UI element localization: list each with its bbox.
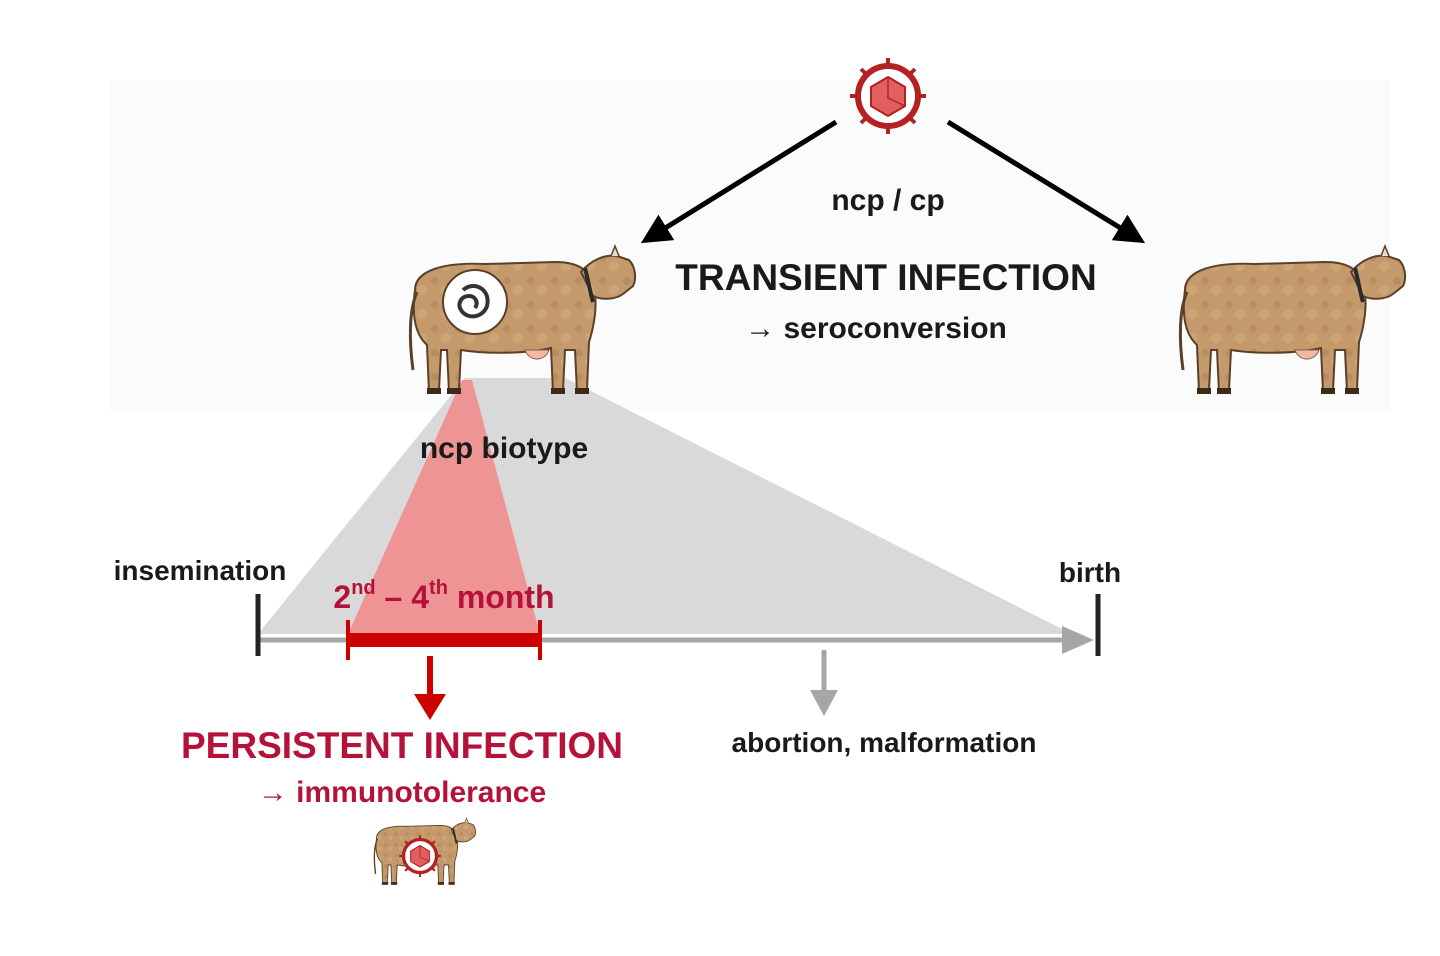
virus-icon xyxy=(850,58,926,134)
timeline-arrowhead-icon xyxy=(1062,626,1094,654)
transient-infection-subtitle: → seroconversion xyxy=(745,312,1007,345)
insemination-label: insemination xyxy=(114,555,287,586)
transient-infection-title: TRANSIENT INFECTION xyxy=(675,257,1096,298)
calf-virus-icon xyxy=(397,833,443,879)
virus-biotype-label: ncp / cp xyxy=(831,184,944,217)
ncp-biotype-label: ncp biotype xyxy=(420,432,588,465)
persistent-infection-subtitle: → immunotolerance xyxy=(258,776,546,809)
window-label: 2nd – 4th month xyxy=(333,577,554,615)
outcome-arrowhead-icon xyxy=(810,690,838,716)
arrow-left-icon xyxy=(640,119,838,244)
window-fan xyxy=(348,380,540,634)
arrow-right-icon xyxy=(946,119,1146,244)
background-band xyxy=(110,80,1390,410)
persistent-arrowhead-icon xyxy=(414,694,446,720)
abortion-malformation-label: abortion, malformation xyxy=(732,727,1037,758)
birth-label: birth xyxy=(1059,557,1121,588)
persistent-infection-title: PERSISTENT INFECTION xyxy=(181,725,623,766)
pregnant-cow xyxy=(408,244,638,396)
